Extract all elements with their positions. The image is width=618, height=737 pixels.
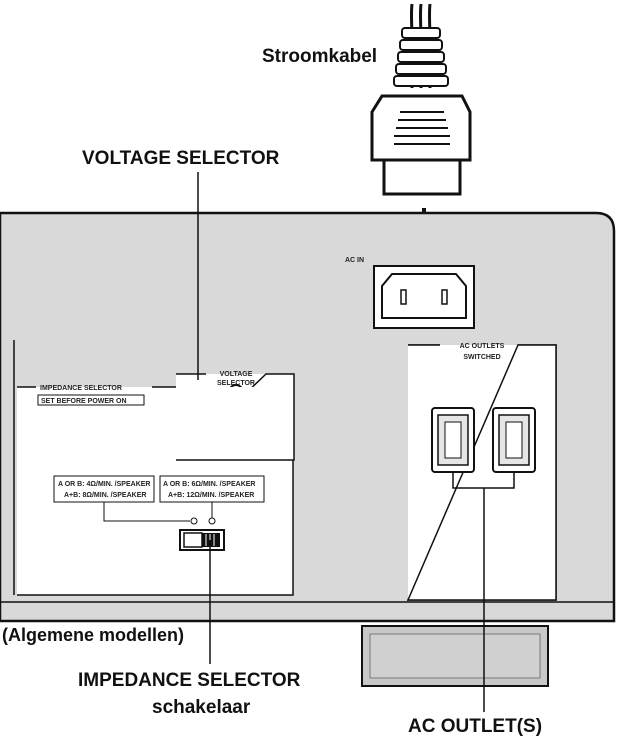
ac-outlets-leader [452, 472, 515, 712]
set-before-power-on-plate [37, 394, 145, 406]
setting-left-line-2: A+B: 8Ω/MIN. /SPEAKER [64, 492, 146, 499]
ac-outlets-callout: AC OUTLET(S) [408, 716, 542, 737]
setting-indicators [103, 502, 216, 525]
impedance-slide-switch [179, 529, 225, 551]
setting-right-line-1: A OR B: 6Ω/MIN. /SPEAKER [163, 481, 255, 488]
ac-outlet-left [431, 407, 475, 473]
ac-outlets-title: AC OUTLETS [460, 343, 505, 350]
power-cord-strain-relief [393, 27, 449, 87]
setting-right-plate [159, 475, 265, 503]
impedance-selector-panel-title: IMPEDANCE SELECTOR [40, 385, 122, 392]
panel-foot [361, 625, 549, 687]
ac-in-socket [373, 265, 475, 329]
power-cord-callout: Stroomkabel [262, 46, 377, 67]
voltage-selector-panel-label-2: SELECTOR [217, 380, 255, 387]
switch-callout: schakelaar [152, 697, 251, 718]
power-plug [370, 94, 472, 196]
set-before-power-on-label: SET BEFORE POWER ON [41, 398, 127, 405]
impedance-selector-callout: IMPEDANCE SELECTOR [78, 670, 301, 691]
ac-outlet-right [492, 407, 536, 473]
setting-left-line-1: A OR B: 4Ω/MIN. /SPEAKER [58, 481, 150, 488]
switched-label: SWITCHED [463, 354, 500, 361]
voltage-selector-panel-label-1: VOLTAGE [220, 371, 253, 378]
voltage-selector-callout: VOLTAGE SELECTOR [82, 148, 280, 169]
setting-right-line-2: A+B: 12Ω/MIN. /SPEAKER [168, 492, 254, 499]
setting-left-plate [53, 475, 155, 503]
general-models-callout: (Algemene modellen) [2, 625, 184, 645]
ac-in-label: AC IN [345, 257, 364, 264]
